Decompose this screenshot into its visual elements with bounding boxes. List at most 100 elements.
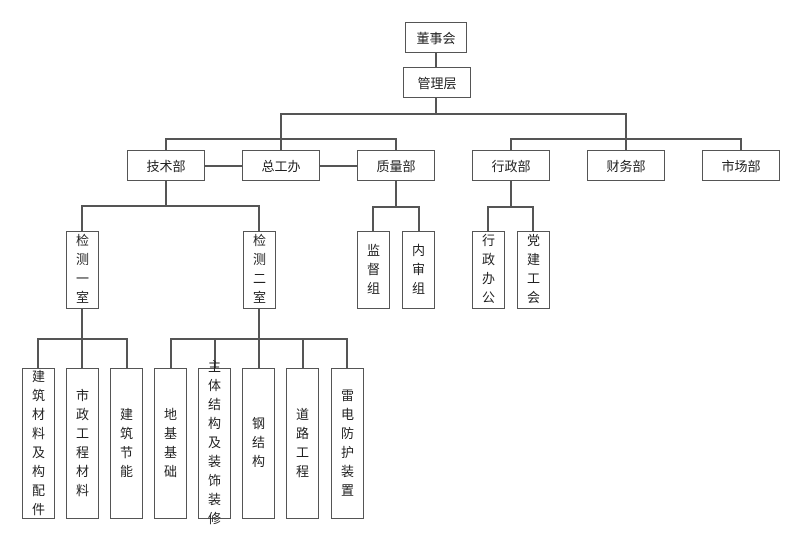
node-dept-chief-engineer[interactable]: 总工办 — [242, 150, 320, 181]
node-dept-tech[interactable]: 技术部 — [127, 150, 205, 181]
node-party-union[interactable]: 党建工会 — [517, 231, 550, 309]
connector — [435, 97, 437, 113]
connector — [532, 206, 534, 231]
connector — [395, 138, 397, 150]
connector — [346, 338, 348, 368]
node-label-char: 及 — [207, 436, 221, 451]
connector — [487, 206, 533, 208]
node-board[interactable]: 董事会 — [405, 22, 467, 53]
node-foundation[interactable]: 地基基础 — [154, 368, 187, 519]
connector — [258, 338, 260, 368]
node-label-char: 材 — [31, 407, 45, 423]
connector — [372, 206, 419, 208]
node-label-char: 构 — [31, 464, 45, 480]
connector — [165, 180, 167, 205]
node-label-char: 工 — [526, 272, 540, 287]
node-lightning-protection[interactable]: 雷电防护装置 — [331, 368, 364, 519]
node-admin-office[interactable]: 行政办公 — [472, 231, 505, 309]
node-label-char: 体 — [207, 379, 221, 394]
node-internal-audit-group[interactable]: 内审组 — [402, 231, 435, 309]
node-label-char: 配 — [31, 483, 45, 499]
node-dept-quality[interactable]: 质量部 — [357, 150, 435, 181]
node-label-char: 检 — [252, 234, 266, 249]
node-label-char: 工 — [295, 445, 309, 461]
node-label-char: 础 — [163, 464, 177, 480]
node-steel-structure[interactable]: 钢结构 — [242, 368, 275, 519]
node-dept-market[interactable]: 市场部 — [702, 150, 780, 181]
node-label-char: 建 — [31, 369, 45, 385]
node-label-char: 基 — [163, 445, 177, 461]
node-label-char: 结 — [207, 398, 221, 413]
node-label-char: 测 — [252, 253, 266, 268]
node-label-char: 雷 — [340, 388, 354, 404]
connector — [740, 138, 742, 150]
connector — [81, 338, 83, 368]
node-management[interactable]: 管理层 — [403, 67, 471, 98]
connector — [258, 308, 260, 338]
node-label-char: 构 — [207, 417, 221, 432]
node-label-char: 一 — [75, 272, 89, 287]
node-label-char: 结 — [251, 436, 265, 451]
connector — [418, 206, 420, 231]
node-dept-admin[interactable]: 行政部 — [472, 150, 550, 181]
connector — [510, 138, 741, 140]
node-building-energy[interactable]: 建筑节能 — [110, 368, 143, 519]
node-label-char: 钢 — [251, 417, 265, 432]
connector — [81, 308, 83, 338]
node-label-char: 基 — [163, 426, 177, 442]
connector — [165, 138, 167, 150]
connector — [165, 138, 395, 140]
connector — [258, 205, 260, 231]
node-label-char: 组 — [411, 281, 425, 297]
node-lab-1[interactable]: 检测一室 — [66, 231, 99, 309]
node-label-char: 督 — [366, 262, 380, 278]
node-label-char: 节 — [119, 445, 133, 461]
connector — [37, 338, 39, 368]
node-label-char: 会 — [526, 291, 540, 306]
node-label-char: 及 — [31, 445, 45, 461]
node-supervision-group[interactable]: 监督组 — [357, 231, 390, 309]
connector — [510, 138, 512, 150]
connector — [205, 165, 242, 167]
connector — [81, 205, 83, 231]
connector — [487, 206, 489, 231]
node-label-char: 能 — [119, 464, 133, 480]
node-main-structure[interactable]: 主体结构及装饰装修 — [198, 360, 231, 527]
node-label-char: 防 — [340, 426, 354, 442]
node-label-char: 构 — [251, 455, 265, 470]
connector — [320, 165, 357, 167]
connector — [126, 338, 128, 368]
node-label-char: 修 — [207, 512, 221, 527]
connector — [372, 206, 374, 231]
node-label-char: 饰 — [207, 474, 221, 489]
node-label-char: 行 — [481, 234, 495, 249]
node-municipal-materials[interactable]: 市政工程材料 — [66, 368, 99, 519]
node-lab-2[interactable]: 检测二室 — [243, 231, 276, 309]
node-label-char: 筑 — [31, 388, 45, 404]
node-label-char: 检 — [75, 234, 89, 249]
node-label-char: 建 — [526, 253, 540, 268]
connector — [302, 338, 304, 368]
node-label-char: 材 — [75, 464, 89, 480]
node-label-char: 电 — [340, 407, 354, 423]
node-road-engineering[interactable]: 道路工程 — [286, 368, 319, 519]
node-building-materials[interactable]: 建筑材料及构配件 — [22, 368, 55, 519]
node-label-char: 室 — [75, 291, 89, 306]
node-label-char: 护 — [340, 445, 354, 461]
node-label-char: 公 — [481, 291, 495, 306]
connector — [280, 113, 282, 150]
node-dept-finance[interactable]: 财务部 — [587, 150, 665, 181]
connector — [625, 113, 627, 150]
connector — [214, 338, 216, 368]
node-label-char: 程 — [75, 445, 89, 461]
node-label-char: 党 — [526, 234, 540, 249]
node-label-char: 置 — [340, 483, 354, 499]
connector — [395, 180, 397, 206]
connector — [435, 52, 437, 67]
node-label-char: 料 — [31, 426, 45, 442]
node-label-char: 政 — [75, 407, 89, 423]
node-label-char: 测 — [75, 253, 89, 268]
node-label-char: 室 — [252, 291, 266, 306]
connector — [510, 180, 512, 206]
node-label-char: 道 — [295, 407, 309, 423]
